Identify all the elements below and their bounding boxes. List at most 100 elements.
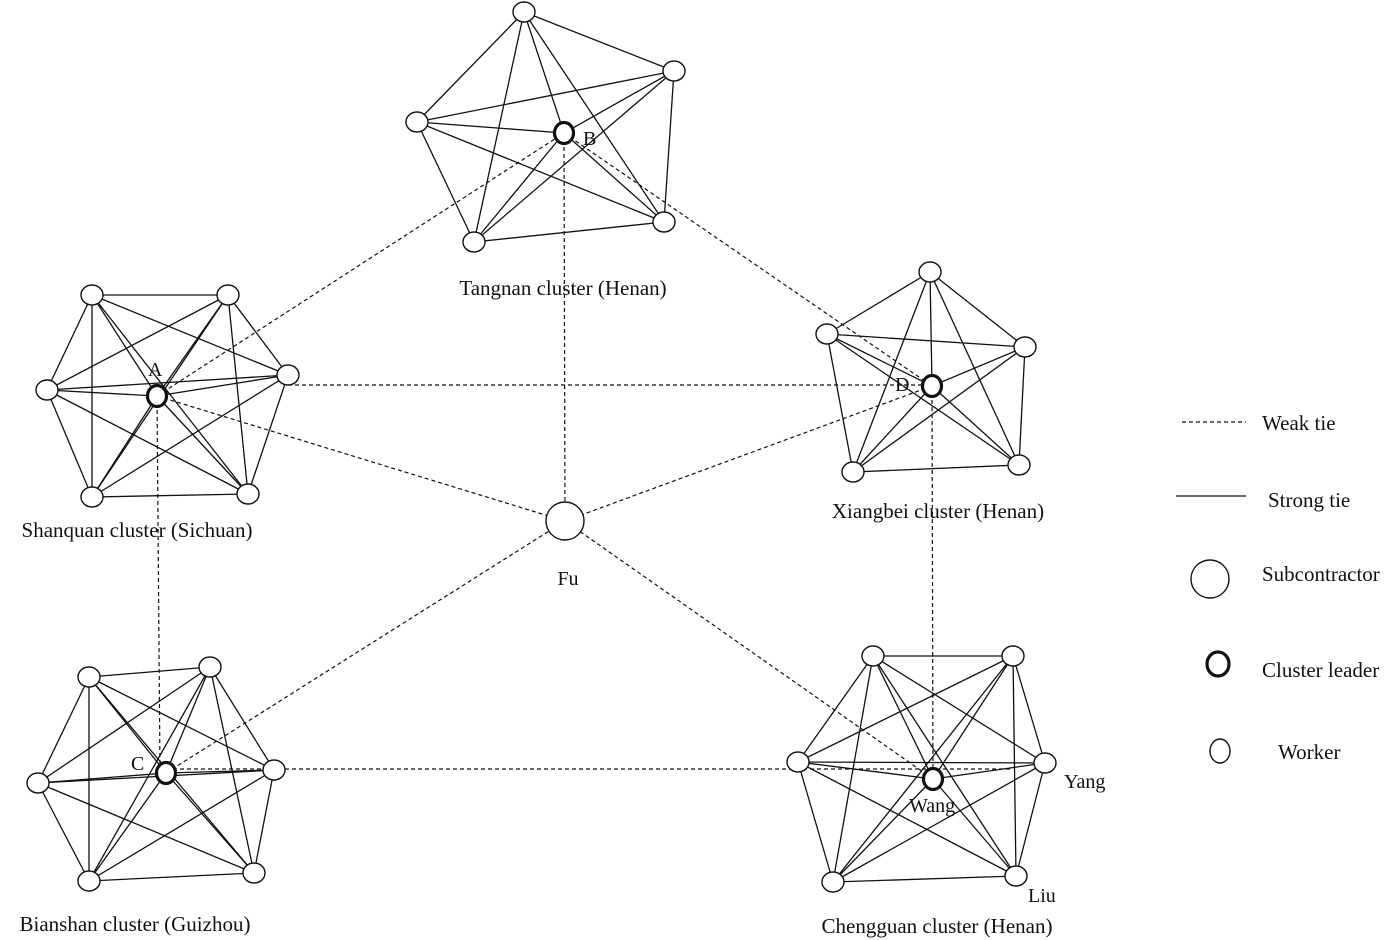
tangnan-leader-node: [552, 120, 576, 146]
bianshan-leader-node: [154, 760, 178, 786]
leader-b-to-leader-d-weak-tie: [563, 132, 933, 387]
leader-a-to-leader-c-weak-tie: [156, 395, 161, 774]
xiangbei-strong-tie: [929, 271, 1026, 348]
xiangbei-strong-tie: [929, 271, 1020, 466]
bianshan-strong-tie: [88, 872, 255, 882]
leader-c-label: C: [131, 753, 144, 775]
xiangbei-cluster-label: Xiangbei cluster (Henan): [832, 499, 1044, 523]
bianshan-strong-tie: [165, 666, 211, 774]
bianshan-strong-tie: [37, 666, 211, 784]
chengguan-strong-tie: [1012, 655, 1017, 877]
bianshan-worker-node: [262, 759, 286, 781]
xiangbei-worker-node: [1007, 454, 1031, 476]
xiangbei-strong-tie: [1018, 346, 1026, 466]
xiangbei-worker-node: [1013, 336, 1037, 358]
leader-d-label: D: [895, 374, 909, 396]
tangnan-strong-tie: [416, 121, 475, 243]
legend-worker-label: Worker: [1278, 740, 1340, 764]
chengguan-worker-node: [861, 645, 885, 667]
chengguan-worker-node: [821, 871, 845, 893]
tangnan-strong-tie: [473, 221, 665, 243]
chengguan-strong-tie: [797, 655, 1014, 763]
chengguan-strong-tie: [932, 762, 1046, 780]
shanquan-strong-tie: [156, 395, 249, 495]
shanquan-strong-tie: [46, 374, 289, 391]
leader-wang-label: Wang: [909, 795, 955, 817]
bianshan-worker-node: [77, 666, 101, 688]
tangnan-worker-node: [662, 60, 686, 82]
tangnan-worker-node: [652, 211, 676, 233]
tangnan-strong-tie: [523, 11, 565, 134]
tangnan-strong-tie: [473, 132, 565, 243]
shanquan-worker-node: [216, 284, 240, 306]
shanquan-strong-tie: [227, 294, 289, 376]
tangnan-worker-node: [405, 111, 429, 133]
tangnan-strong-tie: [473, 70, 675, 243]
bianshan-worker-node: [242, 862, 266, 884]
bianshan-strong-tie: [37, 782, 255, 874]
shanquan-cluster-label: Shanquan cluster (Sichuan): [22, 518, 253, 542]
chengguan-strong-tie: [832, 762, 1046, 883]
legend: Weak tie Strong tie Subcontractor Cluste…: [1176, 411, 1380, 764]
subcontractor-fu-node: [545, 501, 585, 541]
chengguan-worker-node: [1004, 865, 1028, 887]
legend-strong-tie-label: Strong tie: [1268, 488, 1350, 512]
shanquan-strong-tie: [46, 389, 249, 495]
xiangbei-leader-node: [920, 373, 944, 399]
chengguan-strong-tie: [872, 655, 934, 780]
leader-b-to-fu-weak-tie: [563, 132, 566, 522]
chengguan-strong-tie: [797, 761, 934, 780]
legend-cluster-leader-icon: [1205, 650, 1231, 678]
legend-cluster-leader-label: Cluster leader: [1262, 658, 1379, 682]
chengguan-leader-node: [921, 766, 945, 792]
leader-a-to-leader-b-weak-tie: [156, 132, 565, 397]
xiangbei-strong-tie: [826, 333, 854, 473]
tangnan-strong-tie: [563, 132, 665, 223]
chengguan-strong-tie: [932, 778, 1017, 877]
weak-ties: [156, 132, 1013, 780]
chengguan-worker-node: [1033, 752, 1057, 774]
strong-ties: [37, 11, 1046, 883]
tangnan-strong-tie: [416, 11, 525, 123]
shanquan-strong-tie: [91, 294, 158, 397]
tangnan-strong-tie: [523, 11, 665, 223]
leader-c-to-fu-weak-tie: [165, 520, 566, 774]
legend-subcontractor-label: Subcontractor: [1262, 562, 1380, 586]
tangnan-strong-tie: [416, 121, 665, 223]
leader-a-label: A: [148, 359, 163, 381]
leader-a-to-fu-weak-tie: [156, 395, 566, 522]
chengguan-strong-tie: [1012, 655, 1046, 764]
tangnan-worker-node: [462, 231, 486, 253]
shanquan-strong-tie: [91, 493, 249, 498]
bianshan-cluster-label: Bianshan cluster (Guizhou): [20, 912, 251, 936]
shanquan-strong-tie: [46, 389, 158, 397]
shanquan-worker-node: [35, 379, 59, 401]
worker-liu-label: Liu: [1028, 885, 1056, 907]
bianshan-worker-node: [198, 656, 222, 678]
tangnan-strong-tie: [523, 11, 675, 72]
legend-worker-icon: [1209, 738, 1231, 764]
worker-yang-label: Yang: [1064, 771, 1105, 793]
xiangbei-strong-tie: [826, 333, 1026, 348]
xiangbei-worker-node: [918, 261, 942, 283]
bianshan-worker-node: [26, 772, 50, 794]
chengguan-strong-tie: [872, 655, 1046, 764]
chengguan-strong-tie: [1015, 762, 1046, 877]
tangnan-strong-tie: [416, 121, 565, 134]
bianshan-strong-tie: [88, 666, 211, 882]
shanquan-worker-node: [276, 364, 300, 386]
xiangbei-strong-tie: [826, 333, 933, 387]
wang-to-fu-weak-tie: [564, 520, 934, 780]
shanquan-strong-tie: [227, 294, 249, 495]
shanquan-strong-tie: [46, 294, 229, 391]
tangnan-strong-tie: [416, 70, 675, 123]
bianshan-strong-tie: [88, 772, 167, 882]
legend-subcontractor-icon: [1190, 559, 1230, 599]
bianshan-strong-tie: [209, 666, 255, 874]
xiangbei-strong-tie: [826, 333, 1020, 466]
bianshan-strong-tie: [37, 782, 90, 882]
shanquan-strong-tie: [46, 389, 93, 498]
nodes: [26, 1, 1057, 893]
bianshan-strong-tie: [88, 676, 275, 771]
shanquan-worker-node: [80, 486, 104, 508]
